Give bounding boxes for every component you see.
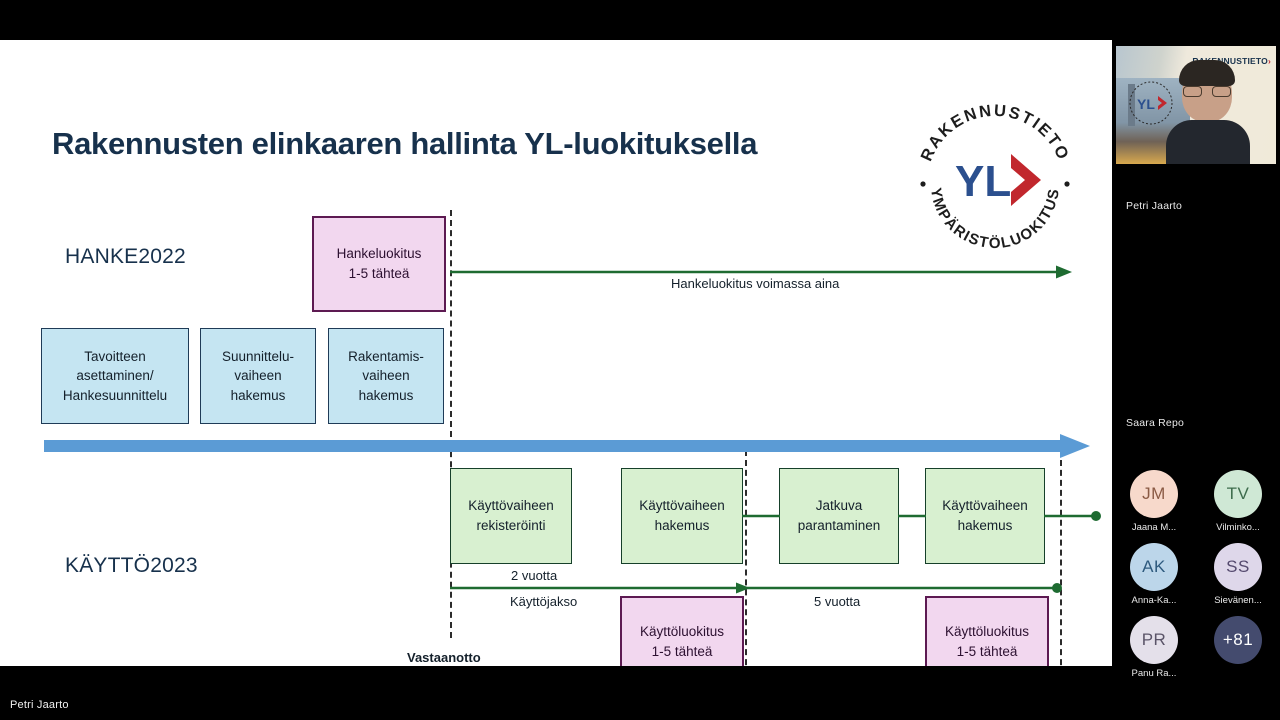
avatar: AK [1130,543,1178,591]
lane-label-hanke2022: HANKE2022 [65,245,186,268]
video-background-brand: RAKENNUSTIETO› [1192,56,1271,66]
avatar: SS [1214,543,1262,591]
milestone-divider-mid [745,450,747,666]
avatar-initials: SS [1226,557,1250,576]
participant-name-saara-repo: Saara Repo [1126,417,1185,429]
participant-tile-0[interactable]: JM Jaana M... [1112,470,1196,533]
participant-label: Jaana M... [1131,522,1177,533]
milestone-divider-handover [450,210,452,638]
participant-tile-3[interactable]: SS Sievänen... [1196,543,1280,606]
video-tile-active-speaker[interactable]: YL RAKENNUSTIETO› [1116,46,1276,164]
main-timeline-arrow [44,434,1090,458]
caption-five-years: 5 vuotta [814,594,861,609]
hair-shape [1179,60,1235,86]
svg-text:YL: YL [1137,96,1155,112]
participant-tile-overflow[interactable]: +81 [1196,616,1280,668]
svg-text:YL: YL [955,157,1011,206]
overflow-count-badge: +81 [1214,616,1262,664]
participant-label: Vilminko... [1216,522,1260,533]
lane-label-kaytto2023: KÄYTTÖ2023 [65,554,198,577]
yl-rakennustieto-logo: RAKENNUSTIETO YMPÄRISTÖLUOKITUS YL [905,92,1085,272]
torso-shape [1166,120,1250,164]
overflow-count: +81 [1222,630,1254,649]
participant-tile-2[interactable]: AK Anna-Ka... [1112,543,1196,606]
glasses-icon [1182,86,1232,97]
connector-jatkuva-to-hakemus2 [898,514,926,518]
avatar: JM [1130,470,1178,518]
caption-usage-period: Käyttöjakso [510,594,578,609]
caption-handover: Vastaanotto [407,650,481,665]
brand-text: RAKENNUSTIETO [1192,56,1268,66]
participant-label: Panu Ra... [1131,668,1177,679]
milestone-divider-end [1060,450,1062,666]
shared-slide-content: Rakennusten elinkaaren hallinta YL-luoki… [0,40,1112,666]
avatar-initials: AK [1142,557,1166,576]
arrow-usage-periods [450,582,1062,594]
participants-rail: YL RAKENNUSTIETO› Petri Jaarto Saara Rep… [1112,0,1280,720]
participant-webcam-image [1162,60,1254,164]
page-title: Rakennusten elinkaaren hallinta YL-luoki… [52,126,758,161]
connector-hakemus-to-jatkuva [742,514,780,518]
avatar-initials: TV [1226,484,1250,503]
participant-label: Anna-Ka... [1131,595,1177,606]
participant-tile-4[interactable]: PR Panu Ra... [1112,616,1196,679]
connector-hakemus2-endpoint [1044,511,1101,521]
avatar: PR [1130,616,1178,664]
svg-text:RAKENNUSTIETO: RAKENNUSTIETO [917,102,1072,164]
self-view-name-label: Petri Jaarto [10,699,69,711]
avatar-initials: PR [1141,630,1167,649]
background-yl-logo: YL [1128,80,1174,126]
avatar-initials: JM [1142,484,1166,503]
tower-shape [1128,84,1135,126]
caption-hanke-arrow: Hankeluokitus voimassa aina [671,276,840,291]
caption-two-years: 2 vuotta [511,568,558,583]
avatar: TV [1214,470,1262,518]
active-speaker-name: Petri Jaarto [1126,200,1183,212]
brand-chevron-icon: › [1267,56,1271,66]
participant-label: Sievänen... [1214,595,1262,606]
arrow-hankeluokitus-always [450,265,1072,279]
participant-tile-1[interactable]: TV Vilminko... [1196,470,1280,533]
